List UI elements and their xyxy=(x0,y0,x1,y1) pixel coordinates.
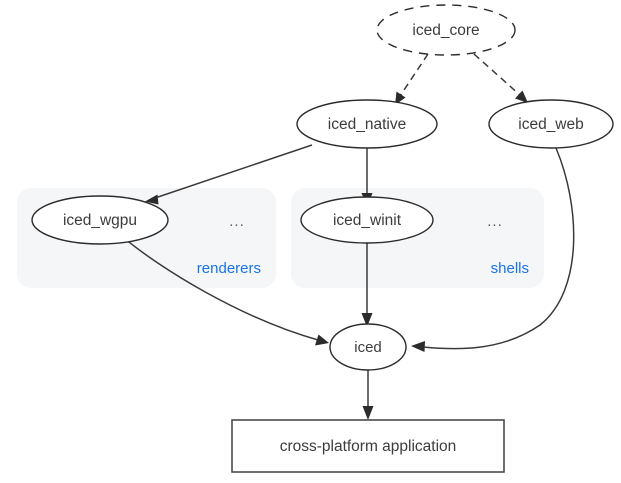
iced_web-ellipse xyxy=(488,99,614,149)
arrowhead-iced_web-to-iced xyxy=(411,341,425,352)
edge-iced_core-to-iced_web xyxy=(473,53,522,97)
cluster-renderers-ellipsis: ... xyxy=(229,213,245,230)
cluster-renderers-label: renderers xyxy=(197,260,261,277)
node-iced_wgpu[interactable]: iced_wgpu xyxy=(31,195,169,245)
node-iced[interactable]: iced xyxy=(329,323,407,371)
node-iced_native[interactable]: iced_native xyxy=(296,99,438,149)
node-iced_core[interactable]: iced_core xyxy=(376,4,516,56)
cluster-shells-ellipsis: ... xyxy=(487,213,503,230)
application-label: cross-platform application xyxy=(280,438,457,455)
iced_core-ellipse xyxy=(376,4,516,56)
application-rect xyxy=(231,419,505,473)
edge-iced_web-to-iced xyxy=(422,147,575,350)
node-application[interactable]: cross-platform application xyxy=(231,419,505,473)
arrowhead-iced_wgpu-to-iced xyxy=(315,334,329,346)
edge-iced_core-to-iced_native xyxy=(399,53,429,97)
arrowhead-iced_core-to-iced_native xyxy=(395,91,406,105)
iced_wgpu-ellipse xyxy=(31,195,169,245)
iced_winit-ellipse xyxy=(300,196,434,244)
cluster-shells-label: shells xyxy=(491,260,529,277)
iced_native-ellipse xyxy=(296,99,438,149)
arrowhead-iced_core-to-iced_web xyxy=(515,90,528,103)
edge-iced_native-to-iced_wgpu xyxy=(154,144,313,199)
iced-ellipse xyxy=(329,323,407,371)
node-iced_winit[interactable]: iced_winit xyxy=(300,196,434,244)
arrowhead-iced_native-to-iced_wgpu xyxy=(145,194,159,205)
node-iced_web[interactable]: iced_web xyxy=(488,99,614,149)
edge-iced_wgpu-to-iced xyxy=(123,237,319,341)
arrowhead-iced_winit-to-iced xyxy=(361,313,373,327)
arrowhead-iced-to-application xyxy=(362,406,374,420)
